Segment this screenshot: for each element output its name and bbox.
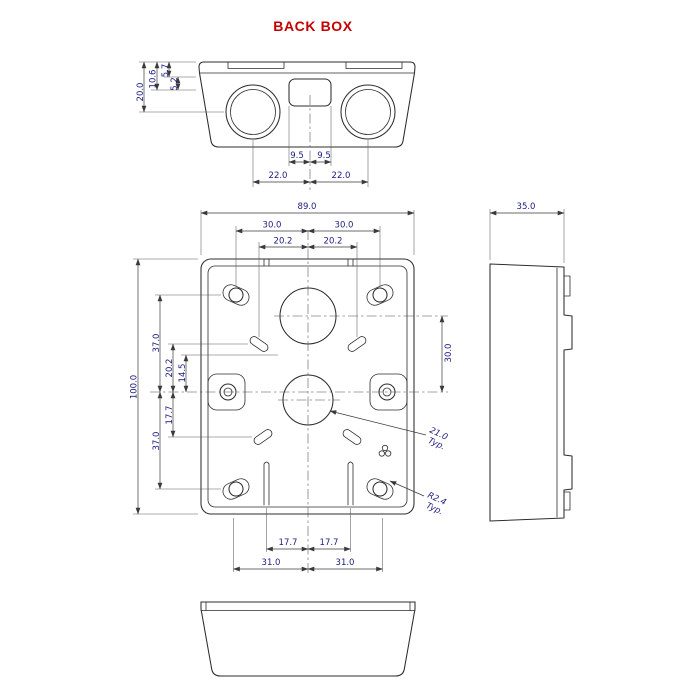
side-clip-top: [563, 275, 571, 297]
slot-upper-left: [249, 336, 269, 352]
top-knockout-left-outer: [225, 84, 281, 140]
side-view-dimensions: 35.0: [489, 202, 565, 263]
top-view: 20.0 10.6 5.7 5.2 9.5 9.5 22.0 22.0: [136, 61, 416, 190]
dim-label-37-0-upper: 37.0: [152, 334, 162, 353]
top-knockout-right-inner: [345, 89, 391, 135]
front-left-dimensions: 100.0 37.0 37.0 20.2 14.5 17.7: [130, 258, 278, 515]
dim-label-9-5-left: 9.5: [290, 151, 304, 161]
dim-label-17-7-left: 17.7: [165, 406, 175, 425]
dim-label-22-0-left: 22.0: [269, 171, 288, 181]
front-bottom-dimensions: 17.7 17.7 31.0 31.0: [233, 508, 383, 572]
top-view-left-dimensions: 20.0 10.6 5.7 5.2: [136, 61, 224, 113]
top-knockout-left-inner: [230, 89, 276, 135]
dim-label-17-7-bottom-left: 17.7: [279, 538, 298, 548]
dim-label-20-2-top-right: 20.2: [324, 237, 343, 247]
top-clip-slot-left: [227, 61, 285, 69]
dim-label-20-2-left: 20.2: [165, 359, 175, 378]
dim-label-5-2: 5.2: [170, 77, 180, 91]
dim-label-10-6: 10.6: [149, 70, 159, 89]
front-view: 89.0 30.0 30.0 20.2 20.2 100.0 37.0 37.0…: [130, 202, 454, 575]
side-view-outline: [489, 263, 573, 522]
corner-boss-top-right: [366, 284, 394, 306]
front-right-dimensions: 30.0: [439, 315, 454, 393]
dim-label-30-0-top-left: 30.0: [263, 221, 282, 231]
dim-label-31-0-left: 31.0: [262, 558, 281, 568]
trefoil-mark: [378, 444, 392, 457]
drawing-title: BACK BOX: [273, 18, 353, 34]
dim-label-22-0-right: 22.0: [332, 171, 351, 181]
bottom-wall-slots: [263, 461, 354, 506]
dim-label-9-5-right: 9.5: [317, 151, 331, 161]
side-view: 35.0: [489, 202, 573, 522]
front-outer-wall: [200, 258, 415, 515]
slot-lower-left: [253, 429, 273, 445]
dim-label-20-0: 20.0: [136, 83, 146, 102]
corner-boss-bottom-right: [366, 478, 394, 500]
dim-label-35-0: 35.0: [517, 202, 536, 212]
diameter-note: 21.0 Typ.: [329, 410, 449, 452]
top-knockout-right-outer: [340, 84, 396, 140]
dim-label-17-7-bottom-right: 17.7: [320, 538, 339, 548]
bottom-view: [200, 601, 416, 677]
front-top-dimensions: 89.0 30.0 30.0 20.2 20.2: [200, 202, 415, 337]
top-wall-slots: [263, 258, 354, 267]
dim-label-14-5: 14.5: [178, 364, 188, 383]
radius-note: R2.4 Typ.: [389, 480, 448, 517]
top-view-bottom-dimensions: 9.5 9.5 22.0 22.0: [252, 106, 369, 187]
top-rect-knockout: [288, 78, 332, 107]
dim-label-37-0-lower: 37.0: [152, 432, 162, 451]
slot-upper-right: [347, 336, 367, 352]
dim-label-100-0: 100.0: [130, 375, 140, 399]
dim-label-30-0-right: 30.0: [444, 344, 454, 363]
top-clip-slot-right: [345, 61, 403, 69]
side-clip-bottom: [563, 491, 571, 511]
dim-label-89-0: 89.0: [298, 202, 317, 212]
corner-boss-top-left: [222, 284, 250, 306]
dim-label-5-7: 5.7: [161, 64, 171, 78]
dim-label-20-2-top-left: 20.2: [274, 237, 293, 247]
dim-label-30-0-top-right: 30.0: [335, 221, 354, 231]
dim-label-31-0-right: 31.0: [336, 558, 355, 568]
bottom-view-outline: [200, 601, 416, 677]
corner-boss-bottom-left: [222, 478, 250, 500]
slot-lower-right: [342, 429, 362, 445]
top-view-outline: [198, 61, 416, 148]
